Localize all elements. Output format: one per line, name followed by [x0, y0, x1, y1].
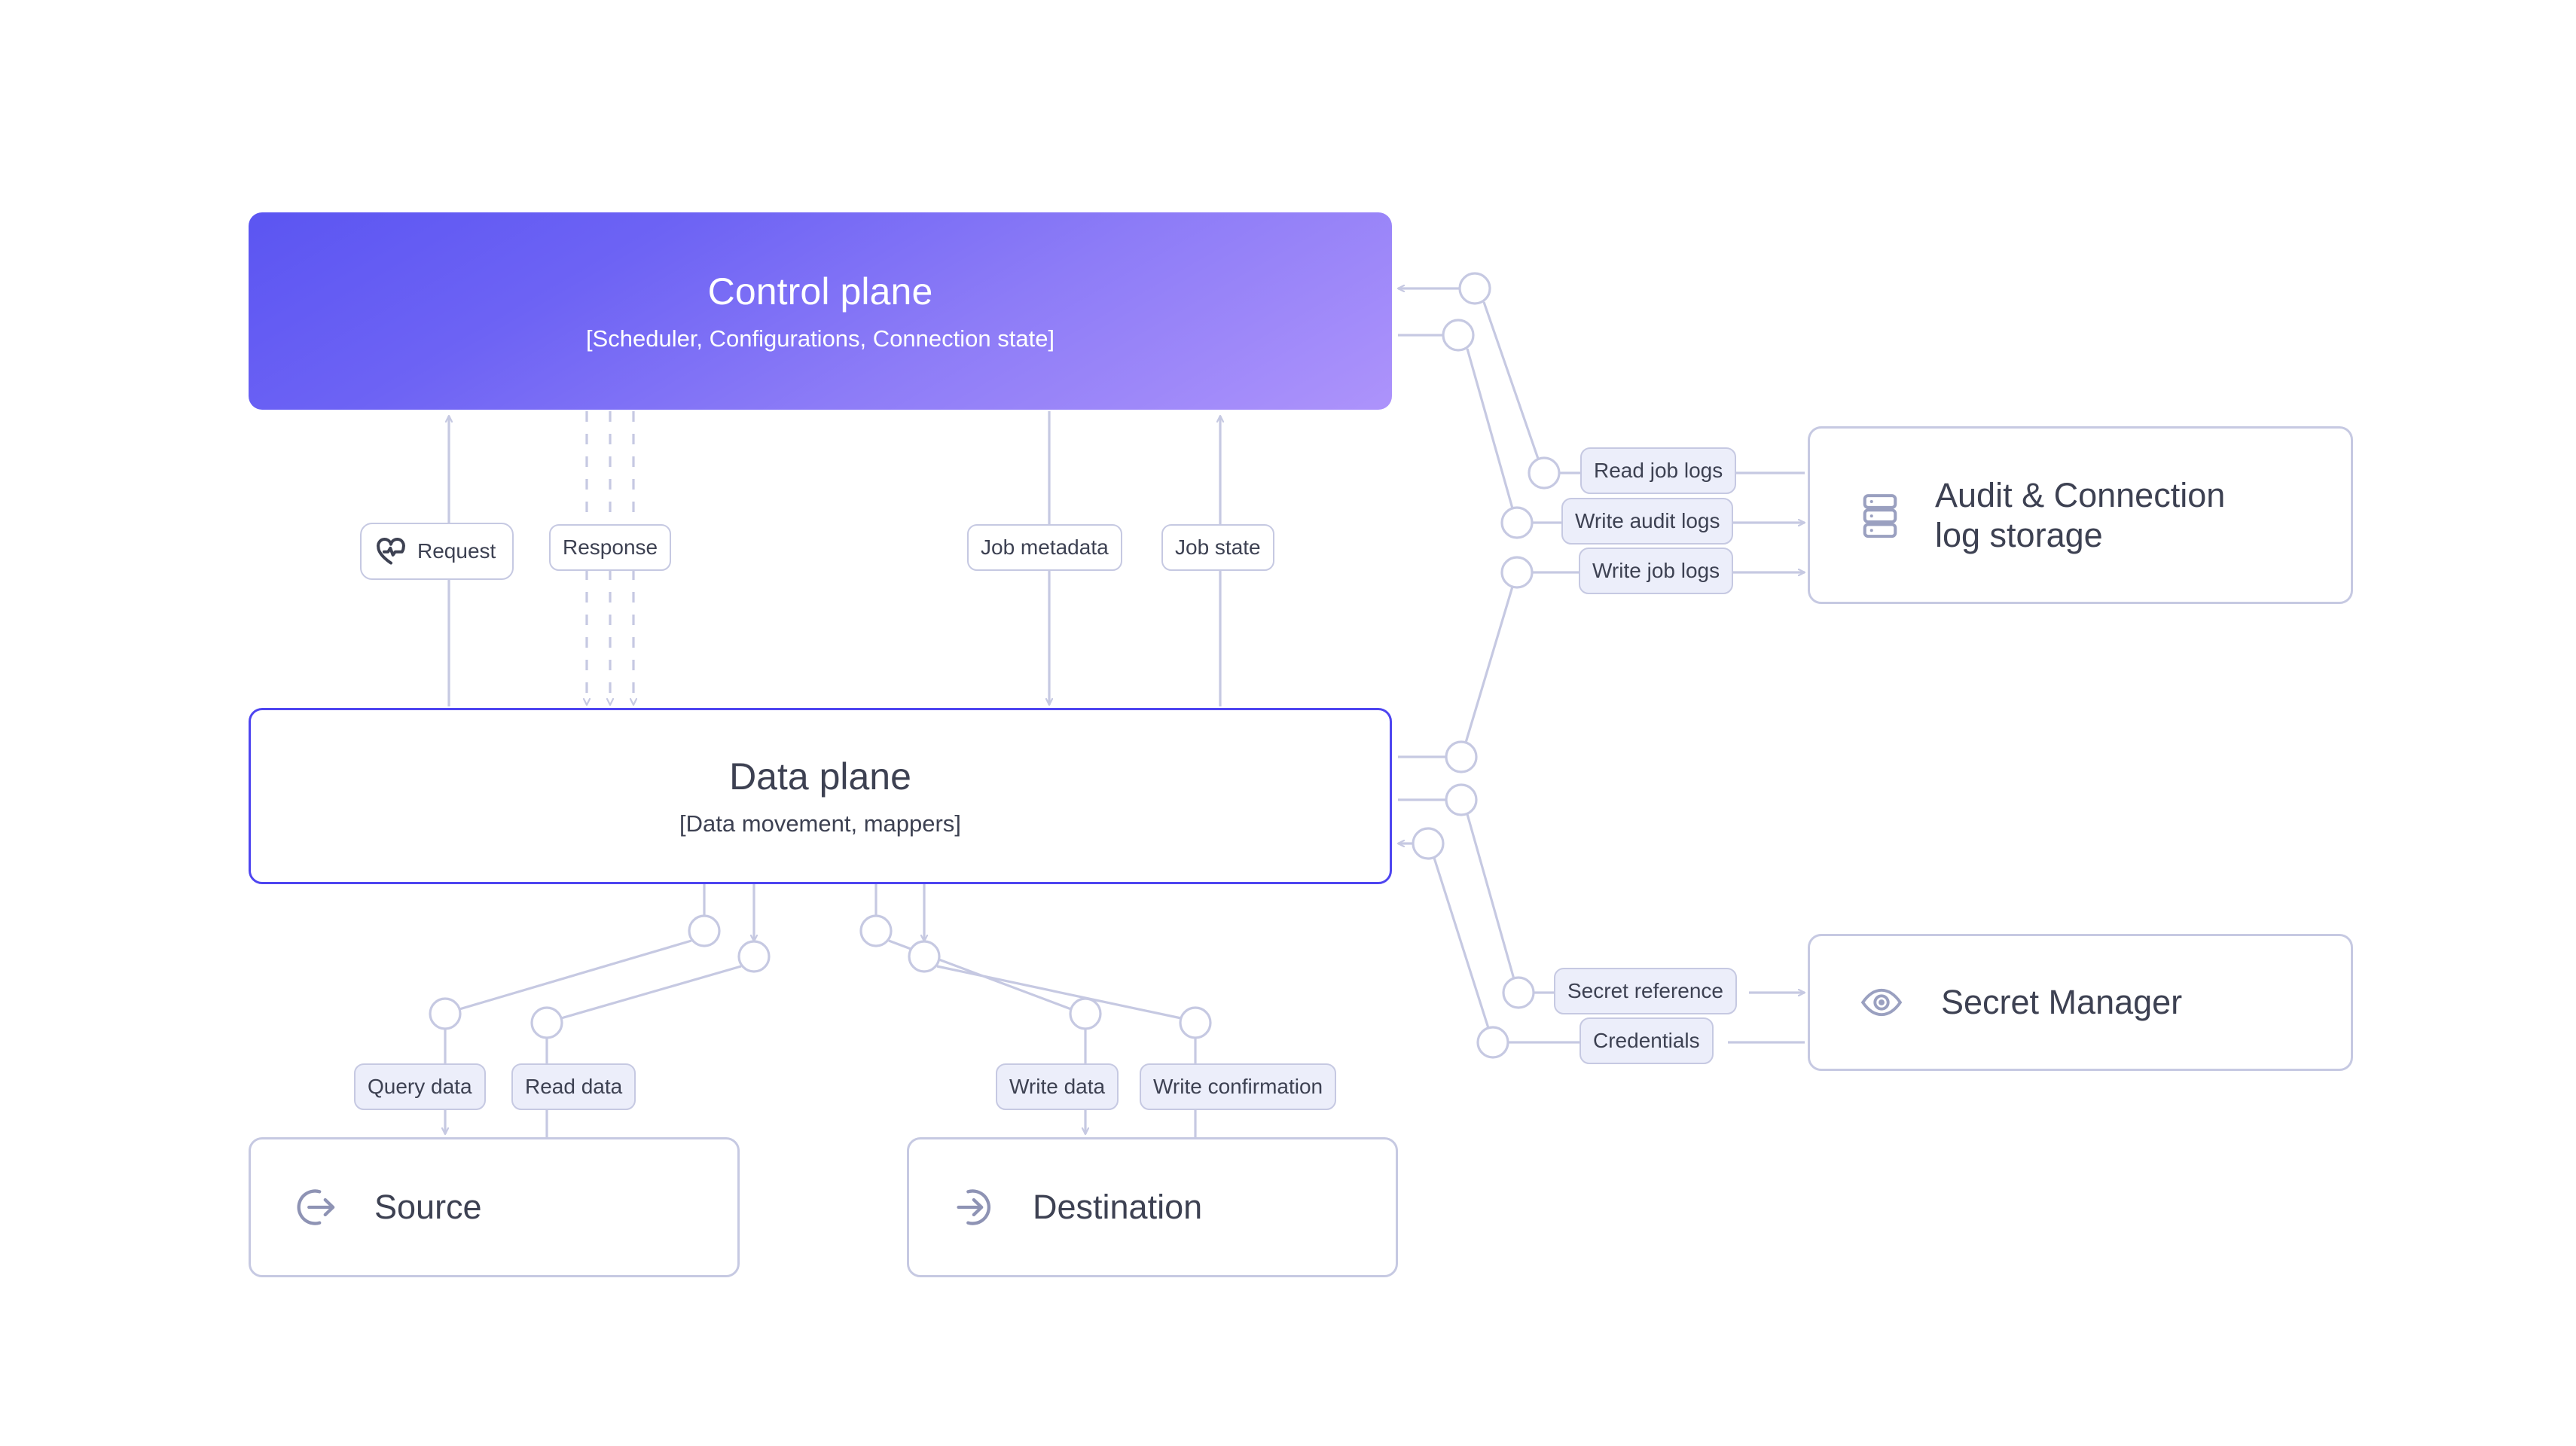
wire-node	[1500, 506, 1534, 539]
control-plane-box[interactable]: Control plane [Scheduler, Configurations…	[249, 212, 1392, 410]
chip-write-data[interactable]: Write data	[996, 1063, 1119, 1110]
secret-manager-card[interactable]: Secret Manager	[1808, 934, 2353, 1071]
wire-read-job-logs-diag	[1482, 301, 1540, 459]
chip-job-metadata[interactable]: Job metadata	[967, 524, 1122, 571]
audit-label-line2: log storage	[1935, 516, 2103, 554]
wire-node	[1445, 740, 1478, 773]
export-arrow-circle-icon	[296, 1186, 338, 1228]
wire-node	[1476, 1026, 1509, 1059]
wire-node	[859, 914, 893, 947]
eye-icon	[1860, 984, 1903, 1020]
wire-node	[1069, 997, 1102, 1030]
wire-write-audit-logs-diag	[1466, 348, 1514, 509]
wire-node	[1412, 827, 1445, 860]
chip-write-confirmation-label: Write confirmation	[1153, 1075, 1323, 1098]
chip-job-state[interactable]: Job state	[1161, 524, 1274, 571]
chip-job-state-label: Job state	[1175, 535, 1261, 559]
chip-read-data[interactable]: Read data	[511, 1063, 636, 1110]
chip-query-data-label: Query data	[368, 1075, 472, 1098]
wire-secret-ref-diag	[1466, 813, 1515, 980]
import-arrow-circle-icon	[954, 1186, 997, 1228]
chip-write-confirmation[interactable]: Write confirmation	[1140, 1063, 1337, 1110]
chip-secret-reference[interactable]: Secret reference	[1554, 968, 1737, 1014]
wire-write-data-diag	[888, 939, 1072, 1011]
chip-credentials[interactable]: Credentials	[1579, 1017, 1714, 1064]
chip-response-label: Response	[563, 535, 658, 559]
chip-request-label: Request	[417, 539, 496, 563]
wire-node	[1458, 272, 1491, 305]
control-plane-title: Control plane	[707, 270, 933, 313]
chip-secret-reference-label: Secret reference	[1567, 979, 1723, 1002]
chip-write-job-logs-label: Write job logs	[1592, 559, 1720, 582]
data-plane-title: Data plane	[729, 755, 911, 798]
secret-manager-label: Secret Manager	[1941, 983, 2183, 1022]
wire-node	[1502, 976, 1535, 1009]
chip-write-job-logs[interactable]: Write job logs	[1579, 548, 1734, 594]
source-label: Source	[374, 1188, 482, 1227]
wire-node	[1442, 319, 1475, 352]
wire-node	[429, 997, 462, 1030]
wire-node	[688, 914, 721, 947]
wire-node	[1445, 783, 1478, 816]
chip-credentials-label: Credentials	[1593, 1029, 1700, 1052]
wire-write-job-logs-diag	[1464, 586, 1514, 743]
wire-node	[1179, 1006, 1212, 1039]
chip-read-job-logs[interactable]: Read job logs	[1580, 447, 1737, 494]
chip-read-job-logs-label: Read job logs	[1594, 459, 1723, 482]
chip-write-audit-logs[interactable]: Write audit logs	[1561, 498, 1734, 545]
destination-card[interactable]: Destination	[907, 1137, 1398, 1277]
wire-read-data-diag	[560, 965, 742, 1020]
wire-node	[737, 940, 771, 973]
database-stack-icon	[1860, 491, 1900, 539]
source-card[interactable]: Source	[249, 1137, 740, 1277]
wire-node	[1500, 556, 1534, 589]
chip-request[interactable]: Request	[360, 523, 514, 580]
destination-label: Destination	[1033, 1188, 1203, 1227]
data-plane-subtitle: [Data movement, mappers]	[679, 810, 961, 837]
chip-response[interactable]: Response	[549, 524, 672, 571]
wire-credentials-diag	[1433, 857, 1490, 1029]
wire-node	[908, 940, 941, 973]
chip-query-data[interactable]: Query data	[354, 1063, 486, 1110]
chip-job-metadata-label: Job metadata	[981, 535, 1109, 559]
control-plane-subtitle: [Scheduler, Configurations, Connection s…	[585, 325, 1055, 352]
wire-node	[530, 1006, 563, 1039]
chip-write-audit-logs-label: Write audit logs	[1575, 509, 1720, 532]
heart-pulse-icon	[375, 537, 407, 566]
wire-node	[1528, 456, 1561, 490]
wire-query-data-diag	[459, 939, 692, 1011]
chip-read-data-label: Read data	[525, 1075, 623, 1098]
audit-label-line1: Audit & Connection	[1935, 475, 2226, 514]
data-plane-box[interactable]: Data plane [Data movement, mappers]	[249, 708, 1392, 884]
chip-write-data-label: Write data	[1009, 1075, 1106, 1098]
wire-write-confirmation-diag	[936, 965, 1182, 1020]
